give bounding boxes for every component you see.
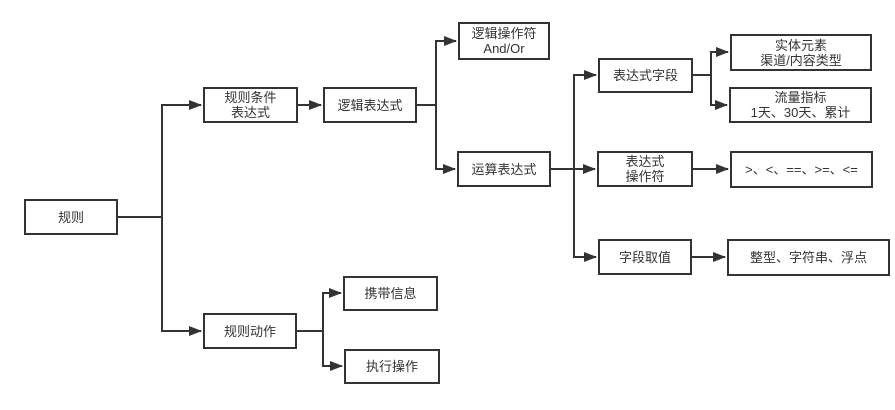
node-execute-action-label: 执行操作: [365, 359, 418, 374]
node-rule-label: 规则: [57, 209, 84, 225]
node-entity-element-line1: 实体元素: [774, 37, 827, 53]
node-carry-info: 携带信息: [343, 276, 438, 311]
node-logic-operator: 逻辑操作符 And/Or: [458, 22, 550, 60]
node-field-value: 字段取值: [598, 239, 692, 275]
node-execute-action: 执行操作: [344, 349, 440, 384]
node-rule-action-label: 规则动作: [223, 323, 276, 339]
node-expression-operator-line2: 操作符: [625, 169, 665, 184]
node-calc-expression-label: 运算表达式: [471, 161, 537, 177]
node-rule-condition-line2: 表达式: [230, 105, 270, 120]
node-expression-operator: 表达式 操作符: [597, 151, 693, 187]
node-expression-operator-line1: 表达式: [625, 154, 665, 169]
node-field-value-label: 字段取值: [618, 249, 671, 265]
node-rule-condition-expression: 规则条件 表达式: [203, 87, 298, 123]
node-logic-operator-line1: 逻辑操作符: [471, 26, 537, 41]
node-logic-expression-label: 逻辑表达式: [337, 97, 403, 113]
node-entity-element: 实体元素 渠道/内容类型: [730, 34, 872, 71]
node-traffic-metric-line1: 流量指标: [774, 90, 827, 105]
node-rule-action: 规则动作: [203, 313, 297, 349]
node-entity-element-line2: 渠道/内容类型: [760, 52, 842, 68]
node-rule: 规则: [24, 199, 118, 235]
node-operator-values: >、<、==、>=、<=: [730, 151, 873, 188]
node-logic-expression: 逻辑表达式: [323, 87, 417, 123]
node-value-types-label: 整型、字符串、浮点: [749, 250, 867, 265]
node-calc-expression: 运算表达式: [457, 151, 551, 187]
node-value-types: 整型、字符串、浮点: [727, 239, 890, 276]
node-logic-operator-line2: And/Or: [483, 41, 525, 56]
node-operator-values-label: >、<、==、>=、<=: [745, 162, 858, 177]
node-expression-field: 表达式字段: [598, 58, 693, 93]
node-carry-info-label: 携带信息: [364, 286, 417, 301]
node-traffic-metric: 流量指标 1天、30天、累计: [729, 87, 872, 123]
node-traffic-metric-line2: 1天、30天、累计: [750, 105, 851, 120]
node-rule-condition-line1: 规则条件: [224, 90, 277, 105]
node-expression-field-label: 表达式字段: [612, 68, 678, 83]
